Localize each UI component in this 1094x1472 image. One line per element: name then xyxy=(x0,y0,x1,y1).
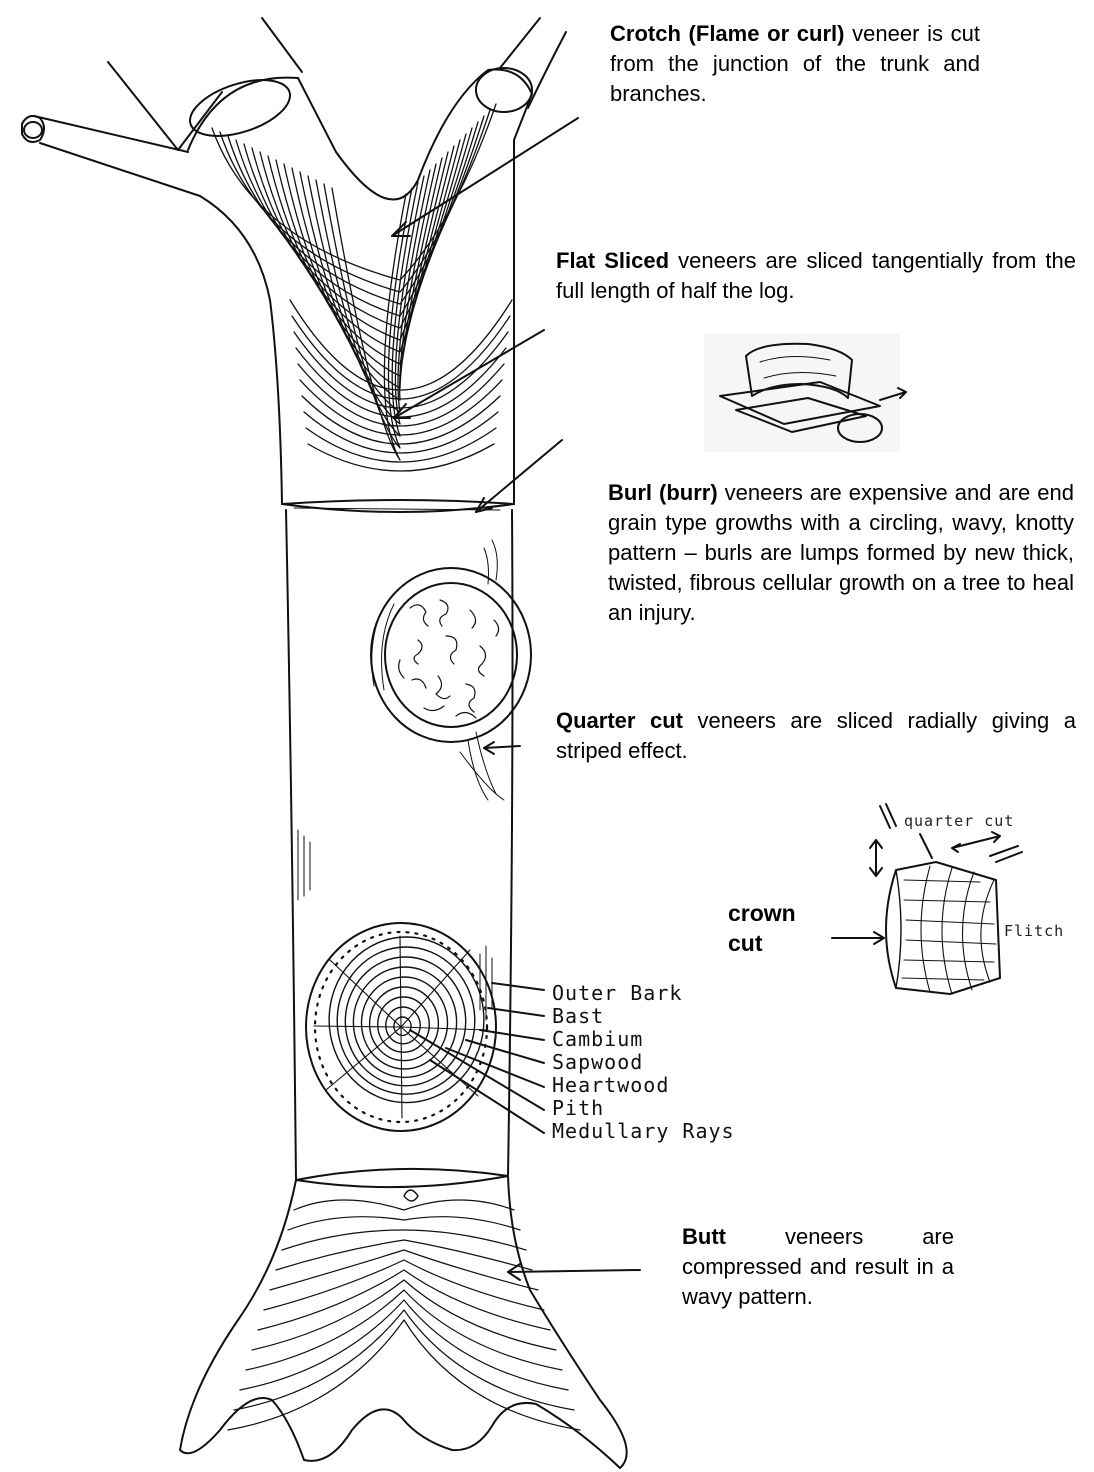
butt-section xyxy=(180,1169,627,1468)
label-sapwood: Sapwood xyxy=(552,1050,643,1074)
label-cambium: Cambium xyxy=(552,1027,643,1051)
label-flitch: Flitch xyxy=(1004,922,1064,940)
label-heartwood: Heartwood xyxy=(552,1073,669,1097)
label-medullary-rays: Medullary Rays xyxy=(552,1119,735,1143)
cross-section-labels: Outer Bark Bast Cambium Sapwood Heartwoo… xyxy=(552,981,735,1143)
label-outer-bark: Outer Bark xyxy=(552,981,682,1005)
label-pith: Pith xyxy=(552,1096,604,1120)
crown-cut-label: crown cut xyxy=(728,898,818,958)
crotch-description: Crotch (Flame or curl) veneer is cut fro… xyxy=(610,19,980,109)
flitch-illustration xyxy=(832,804,1022,994)
label-bast: Bast xyxy=(552,1004,604,1028)
butt-description: Butt veneers are compressed and result i… xyxy=(682,1222,954,1312)
burl xyxy=(371,568,531,800)
burl-description: Burl (burr) veneers are expensive and ar… xyxy=(608,478,1074,628)
label-quarter-cut-small: quarter cut xyxy=(904,812,1014,830)
quarter-cut-description: Quarter cut veneers are sliced radially … xyxy=(556,706,1076,766)
flat-sliced-description: Flat Sliced veneers are sliced tangentia… xyxy=(556,246,1076,306)
crotch-section xyxy=(22,18,566,512)
flat-sliced-illustration xyxy=(704,334,906,452)
